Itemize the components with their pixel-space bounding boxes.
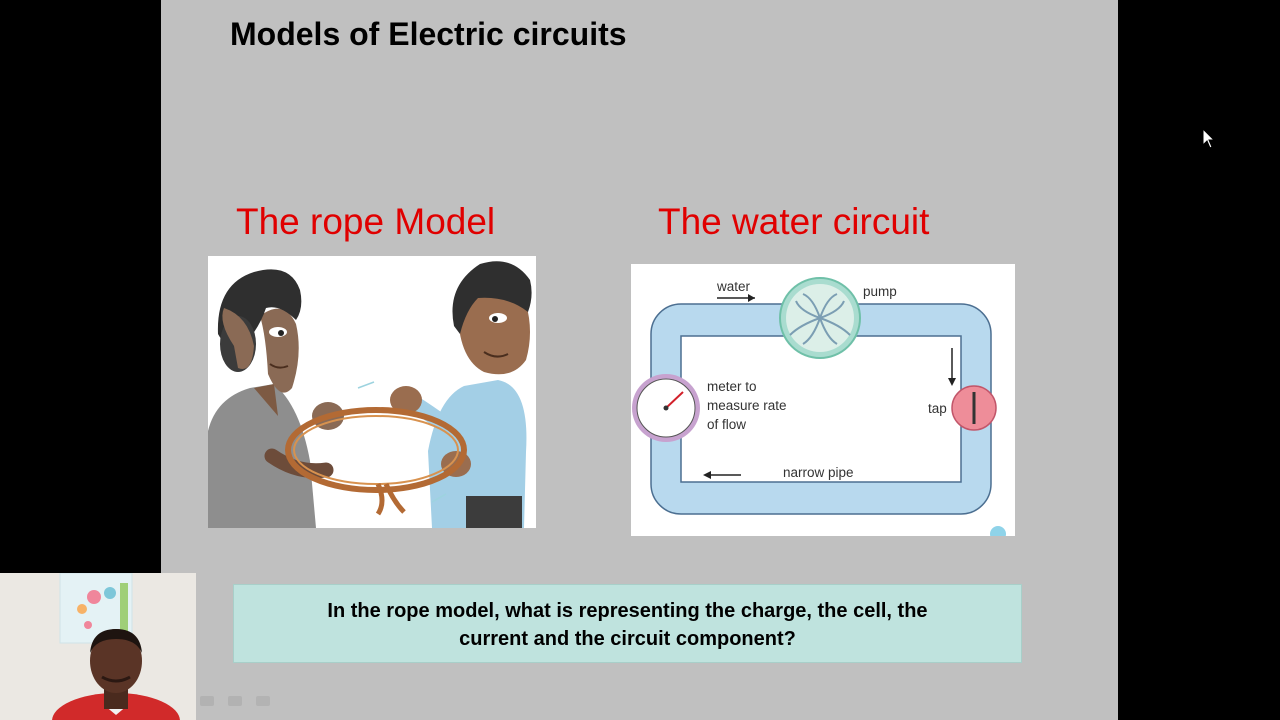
pen-tool-icon[interactable] [200, 696, 214, 706]
meter-label-line3: of flow [707, 417, 747, 432]
rope-model-heading: The rope Model [236, 201, 496, 242]
pump-label: pump [863, 284, 897, 299]
water-label: water [717, 279, 751, 294]
rope-model-illustration [208, 256, 536, 528]
presenter-webcam [0, 573, 196, 720]
slideshow-toolbar[interactable] [200, 694, 290, 708]
screen-icon[interactable] [256, 696, 270, 706]
meter-label-line2: measure rate [707, 398, 787, 413]
presentation-slide: Models of Electric circuits The rope Mod… [161, 0, 1118, 720]
narrow-pipe-label: narrow pipe [781, 465, 856, 480]
water-circuit-diagram: water pump meter to measure rate of flow… [631, 264, 1015, 536]
question-line-2: current and the circuit component? [459, 628, 796, 650]
meter-label-line1: meter to [707, 379, 757, 394]
question-line-1: In the rope model, what is representing … [327, 600, 928, 622]
question-box: In the rope model, what is representing … [233, 584, 1022, 663]
water-circuit-heading: The water circuit [658, 201, 930, 242]
mouse-cursor-icon [1202, 128, 1216, 149]
slide-title: Models of Electric circuits [230, 16, 627, 52]
tap-label: tap [928, 401, 947, 416]
slides-menu-icon[interactable] [228, 696, 242, 706]
